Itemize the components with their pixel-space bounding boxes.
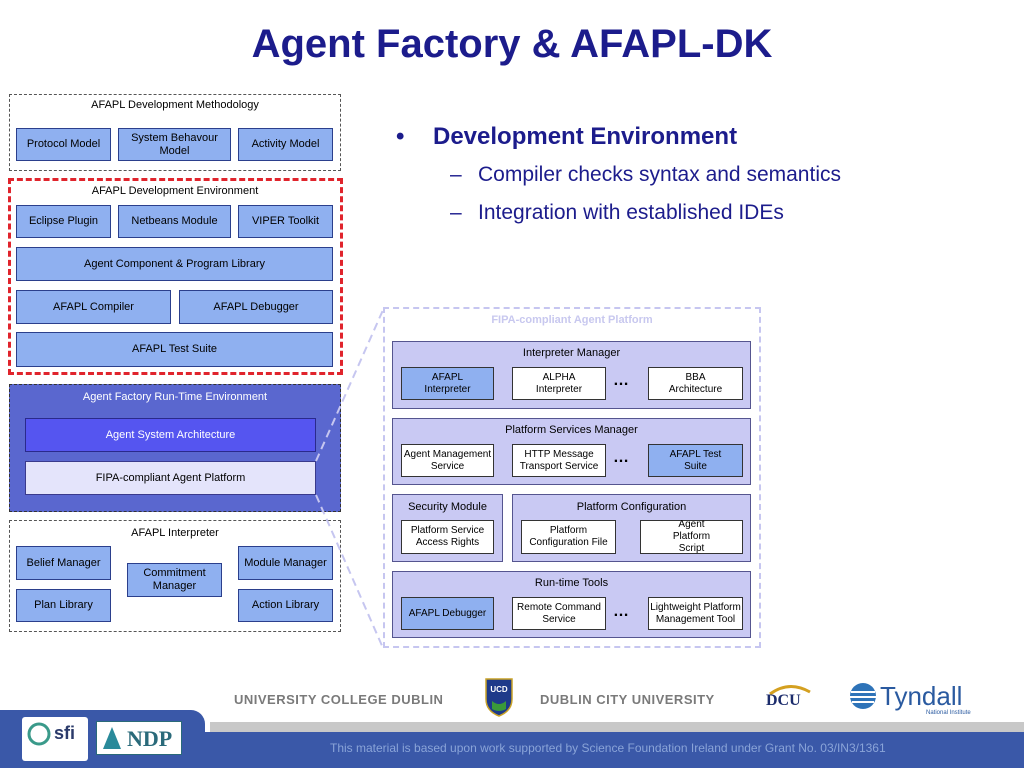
configuration-file-box: Platform Configuration File bbox=[521, 520, 616, 554]
methodology-box bbox=[9, 94, 341, 171]
runtime-tools-caption: Run-time Tools bbox=[534, 577, 609, 589]
viper-toolkit-box: VIPER Toolkit bbox=[238, 205, 333, 238]
bba-architecture-box: BBA Architecture bbox=[648, 367, 743, 400]
dcu-label: DUBLIN CITY UNIVERSITY bbox=[540, 692, 715, 707]
protocol-model-box: Protocol Model bbox=[16, 128, 111, 161]
ndp-logo-text: NDP bbox=[127, 726, 173, 751]
footer-funding-note: This material is based upon work support… bbox=[330, 741, 886, 755]
services-manager-caption: Platform Services Manager bbox=[505, 424, 638, 436]
interpreter-manager-caption: Interpreter Manager bbox=[522, 347, 621, 359]
tyndall-subtitle: National Institute bbox=[926, 710, 971, 716]
action-library-box: Action Library bbox=[238, 589, 333, 622]
remote-command-service-box: Remote Command Service bbox=[512, 597, 606, 630]
afapl-interpreter-box: AFAPL Interpreter bbox=[401, 367, 494, 400]
netbeans-module-box: Netbeans Module bbox=[118, 205, 231, 238]
development-environment-highlight bbox=[8, 178, 343, 375]
sub-bullet-compiler: Compiler checks syntax and semantics bbox=[478, 163, 841, 186]
interpreter-box bbox=[9, 520, 341, 632]
commitment-manager-box: Commitment Manager bbox=[127, 563, 222, 597]
tools-more-dots: … bbox=[613, 603, 630, 620]
methodology-caption: AFAPL Development Methodology bbox=[91, 99, 259, 111]
afapl-test-suite-box: AFAPL Test Suite bbox=[16, 332, 333, 367]
fipa-title: FIPA-compliant Agent Platform bbox=[491, 314, 653, 326]
fipa-platform-box: FIPA-compliant Agent Platform bbox=[25, 461, 316, 495]
bullet-development-environment: Development Environment bbox=[433, 123, 738, 150]
management-tool-box: Lightweight Platform Management Tool bbox=[648, 597, 743, 630]
footer-grey-bar bbox=[210, 722, 1024, 732]
interpreter-more-dots: … bbox=[613, 372, 630, 389]
footer-blue-band bbox=[205, 732, 1024, 768]
sfi-logo-text: sfi bbox=[54, 723, 76, 743]
alpha-interpreter-box: ALPHA Interpreter bbox=[512, 367, 606, 400]
services-more-dots: … bbox=[613, 449, 630, 466]
page-title: Agent Factory & AFAPL-DK bbox=[251, 22, 773, 66]
environment-caption: AFAPL Development Environment bbox=[91, 185, 259, 197]
eclipse-plugin-box: Eclipse Plugin bbox=[16, 205, 111, 238]
afapl-compiler-box: AFAPL Compiler bbox=[16, 290, 171, 324]
agent-management-service-box: Agent Management Service bbox=[401, 444, 494, 477]
dcu-logo-text: DCU bbox=[766, 692, 801, 709]
system-behaviour-model-box: System Behavour Model bbox=[118, 128, 231, 161]
fipa-platform-detail bbox=[383, 307, 761, 648]
module-manager-box: Module Manager bbox=[238, 546, 333, 580]
component-library-box: Agent Component & Program Library bbox=[16, 247, 333, 281]
tyndall-logo-text: Tyndall bbox=[880, 681, 963, 711]
security-module-caption: Security Module bbox=[408, 501, 487, 513]
afapl-debugger-box: AFAPL Debugger bbox=[179, 290, 333, 324]
interpreter-caption: AFAPL Interpreter bbox=[131, 527, 219, 539]
http-transport-service-box: HTTP Message Transport Service bbox=[512, 444, 606, 477]
agent-system-architecture-box: Agent System Architecture bbox=[25, 418, 316, 452]
ndp-logo-icon: NDP bbox=[96, 721, 182, 755]
plan-library-box: Plan Library bbox=[16, 589, 111, 622]
runtime-caption: Agent Factory Run-Time Environment bbox=[82, 391, 268, 403]
afapl-test-suite-service-box: AFAPL Test Suite bbox=[648, 444, 743, 477]
ucd-crest-icon: UCD bbox=[485, 678, 513, 717]
sub-bullet-ides: Integration with established IDEs bbox=[478, 201, 784, 224]
belief-manager-box: Belief Manager bbox=[16, 546, 111, 580]
bullet-marker: • bbox=[396, 123, 405, 150]
sub-bullet-dash-1: – bbox=[450, 163, 462, 186]
afapl-debugger-tool-box: AFAPL Debugger bbox=[401, 597, 494, 630]
activity-model-box: Activity Model bbox=[238, 128, 333, 161]
dcu-logo-icon: DCU bbox=[764, 684, 814, 714]
agent-platform-script-box: Agent Platform Script bbox=[640, 519, 743, 554]
tyndall-globe-icon bbox=[850, 683, 876, 709]
sub-bullet-dash-2: – bbox=[450, 201, 462, 224]
ucd-crest-text: UCD bbox=[490, 685, 508, 694]
platform-configuration-caption: Platform Configuration bbox=[576, 501, 687, 513]
sfi-logo-icon: sfi bbox=[22, 717, 88, 761]
ucd-label: UNIVERSITY COLLEGE DUBLIN bbox=[234, 692, 444, 707]
access-rights-box: Platform Service Access Rights bbox=[401, 520, 494, 554]
